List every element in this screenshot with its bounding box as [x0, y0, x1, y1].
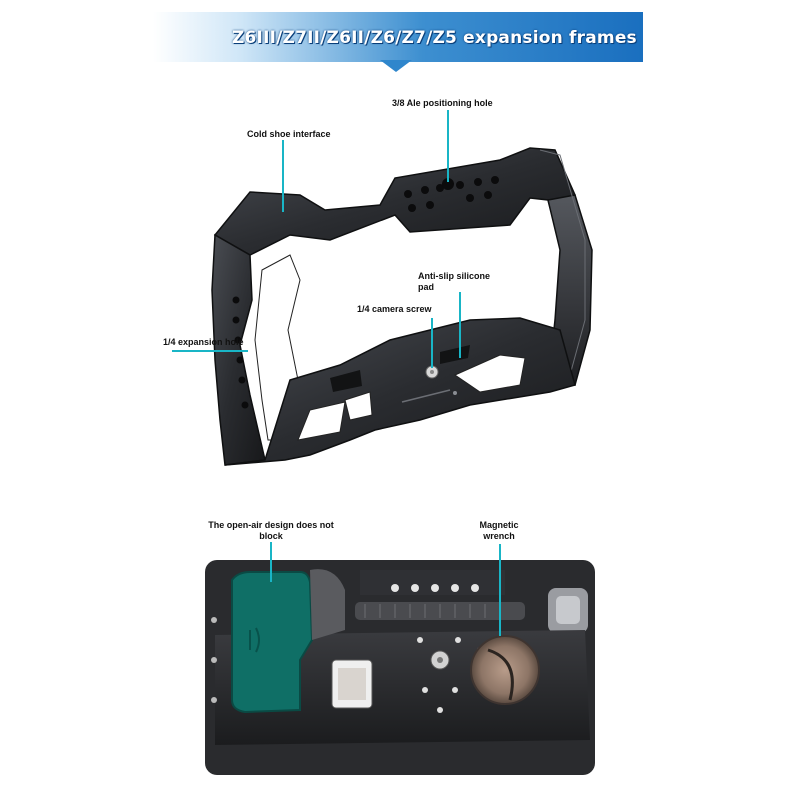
banner-pointer [380, 60, 412, 72]
callout-expansion-hole: 1/4 expansion hole [163, 337, 244, 347]
callout-magnetic-wrench: Magnetic wrench [479, 520, 519, 541]
callout-open-air: The open-air design does not block [208, 520, 334, 541]
callout-cold-shoe: Cold shoe interface [247, 129, 331, 139]
callout-silicone-pad: Anti-slip silicone pad [418, 271, 491, 292]
callout-camera-screw: 1/4 camera screw [357, 304, 432, 314]
leader-silicone-pad [459, 292, 461, 358]
leader-magnetic-wrench [499, 544, 501, 636]
leader-positioning-hole [447, 110, 449, 182]
page-title: Z6III/Z7II/Z6II/Z6/Z7/Z5 expansion frame… [232, 28, 637, 48]
leader-open-air [270, 542, 272, 582]
callout-positioning-hole: 3/8 Ale positioning hole [392, 98, 493, 108]
title-banner [153, 12, 643, 62]
leader-expansion-hole [172, 350, 248, 352]
leader-camera-screw [431, 318, 433, 368]
leader-cold-shoe [282, 140, 284, 212]
